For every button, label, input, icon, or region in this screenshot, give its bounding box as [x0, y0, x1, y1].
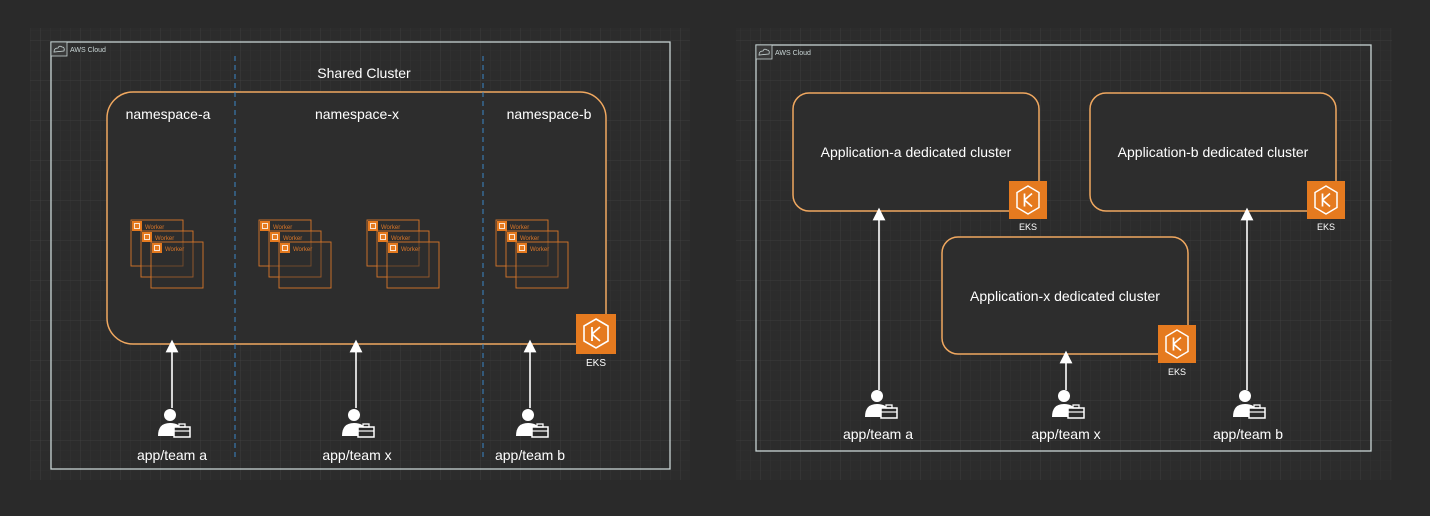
- right-diagram: AWS Cloud Application-a dedicated cluste…: [736, 28, 1392, 480]
- cluster-box-a[interactable]: [792, 92, 1040, 212]
- user-icon[interactable]: [865, 390, 898, 419]
- eks-icon[interactable]: [1307, 181, 1345, 219]
- eks-label: EKS: [586, 358, 606, 369]
- eks-icon[interactable]: [1158, 325, 1196, 363]
- left-diagram: AWS Cloud Shared Cluster namespace-a nam…: [30, 28, 690, 480]
- toolbox-icon: [357, 423, 375, 438]
- worker-label: Worker: [391, 236, 410, 242]
- worker-label: Worker: [165, 247, 184, 253]
- team-label-x: app/team x: [322, 447, 391, 463]
- ec2-instance-icon: [378, 232, 388, 242]
- worker-label: Worker: [381, 225, 400, 231]
- team-label-b: app/team b: [495, 447, 565, 463]
- aws-cloud-group[interactable]: [755, 44, 1372, 452]
- ec2-instance-icon: [507, 232, 517, 242]
- person-head-icon: [1239, 390, 1251, 402]
- ec2-instance-icon: [388, 243, 398, 253]
- worker-label: Worker: [520, 236, 539, 242]
- toolbox-icon: [173, 423, 191, 438]
- ec2-instance-icon: [152, 243, 162, 253]
- eks-icon[interactable]: [1009, 181, 1047, 219]
- worker-label: Worker: [293, 247, 312, 253]
- team-label-a: app/team a: [137, 447, 207, 463]
- ec2-instance-icon: [270, 232, 280, 242]
- worker-node[interactable]: Worker: [140, 230, 194, 278]
- ec2-instance-icon: [280, 243, 290, 253]
- eks-label: EKS: [1317, 222, 1335, 232]
- toolbox-icon: [1248, 404, 1266, 419]
- worker-label: Worker: [530, 247, 549, 253]
- worker-label: Worker: [155, 236, 174, 242]
- ec2-instance-icon: [368, 221, 378, 231]
- worker-node[interactable]: Worker: [376, 230, 430, 278]
- worker-node[interactable]: Worker: [515, 241, 569, 289]
- worker-node[interactable]: Worker: [386, 241, 440, 289]
- ec2-instance-icon: [517, 243, 527, 253]
- ec2-instance-icon: [142, 232, 152, 242]
- user-icon[interactable]: [1052, 390, 1085, 419]
- aws-cloud-label: AWS Cloud: [775, 50, 811, 57]
- shared-cluster-box[interactable]: [106, 91, 607, 345]
- user-icon[interactable]: [1233, 390, 1266, 419]
- team-label-a: app/team a: [843, 426, 913, 442]
- namespace-label-x: namespace-x: [315, 106, 399, 122]
- worker-label: Worker: [510, 225, 529, 231]
- cluster-title: Shared Cluster: [317, 65, 411, 81]
- ec2-instance-icon: [497, 221, 507, 231]
- person-head-icon: [1058, 390, 1070, 402]
- worker-label: Worker: [401, 247, 420, 253]
- user-icon[interactable]: [158, 409, 191, 438]
- cluster-box-b[interactable]: [1089, 92, 1337, 212]
- worker-label: Worker: [283, 236, 302, 242]
- eks-label: EKS: [1019, 222, 1037, 232]
- toolbox-icon: [531, 423, 549, 438]
- cluster-label-x: Application-x dedicated cluster: [970, 288, 1160, 304]
- aws-cloud-icon: [50, 41, 68, 57]
- worker-node[interactable]: Worker: [505, 230, 559, 278]
- team-label-b: app/team b: [1213, 426, 1283, 442]
- toolbox-icon: [1067, 404, 1085, 419]
- team-label-x: app/team x: [1031, 426, 1100, 442]
- ec2-instance-icon: [260, 221, 270, 231]
- person-head-icon: [871, 390, 883, 402]
- person-head-icon: [522, 409, 534, 421]
- person-head-icon: [348, 409, 360, 421]
- worker-node[interactable]: Worker: [268, 230, 322, 278]
- worker-label: Worker: [145, 225, 164, 231]
- user-icon[interactable]: [342, 409, 375, 438]
- user-icon[interactable]: [516, 409, 549, 438]
- namespace-label-a: namespace-a: [126, 106, 211, 122]
- ec2-instance-icon: [132, 221, 142, 231]
- toolbox-icon: [880, 404, 898, 419]
- aws-cloud-icon: [755, 44, 773, 60]
- namespace-label-b: namespace-b: [507, 106, 592, 122]
- aws-cloud-label: AWS Cloud: [70, 47, 106, 54]
- cluster-label-a: Application-a dedicated cluster: [821, 144, 1012, 160]
- aws-cloud-group[interactable]: [50, 41, 671, 470]
- person-head-icon: [164, 409, 176, 421]
- worker-node[interactable]: Worker: [150, 241, 204, 289]
- worker-node[interactable]: Worker: [278, 241, 332, 289]
- eks-icon[interactable]: [576, 314, 616, 354]
- cluster-label-b: Application-b dedicated cluster: [1118, 144, 1309, 160]
- worker-label: Worker: [273, 225, 292, 231]
- eks-label: EKS: [1168, 367, 1186, 377]
